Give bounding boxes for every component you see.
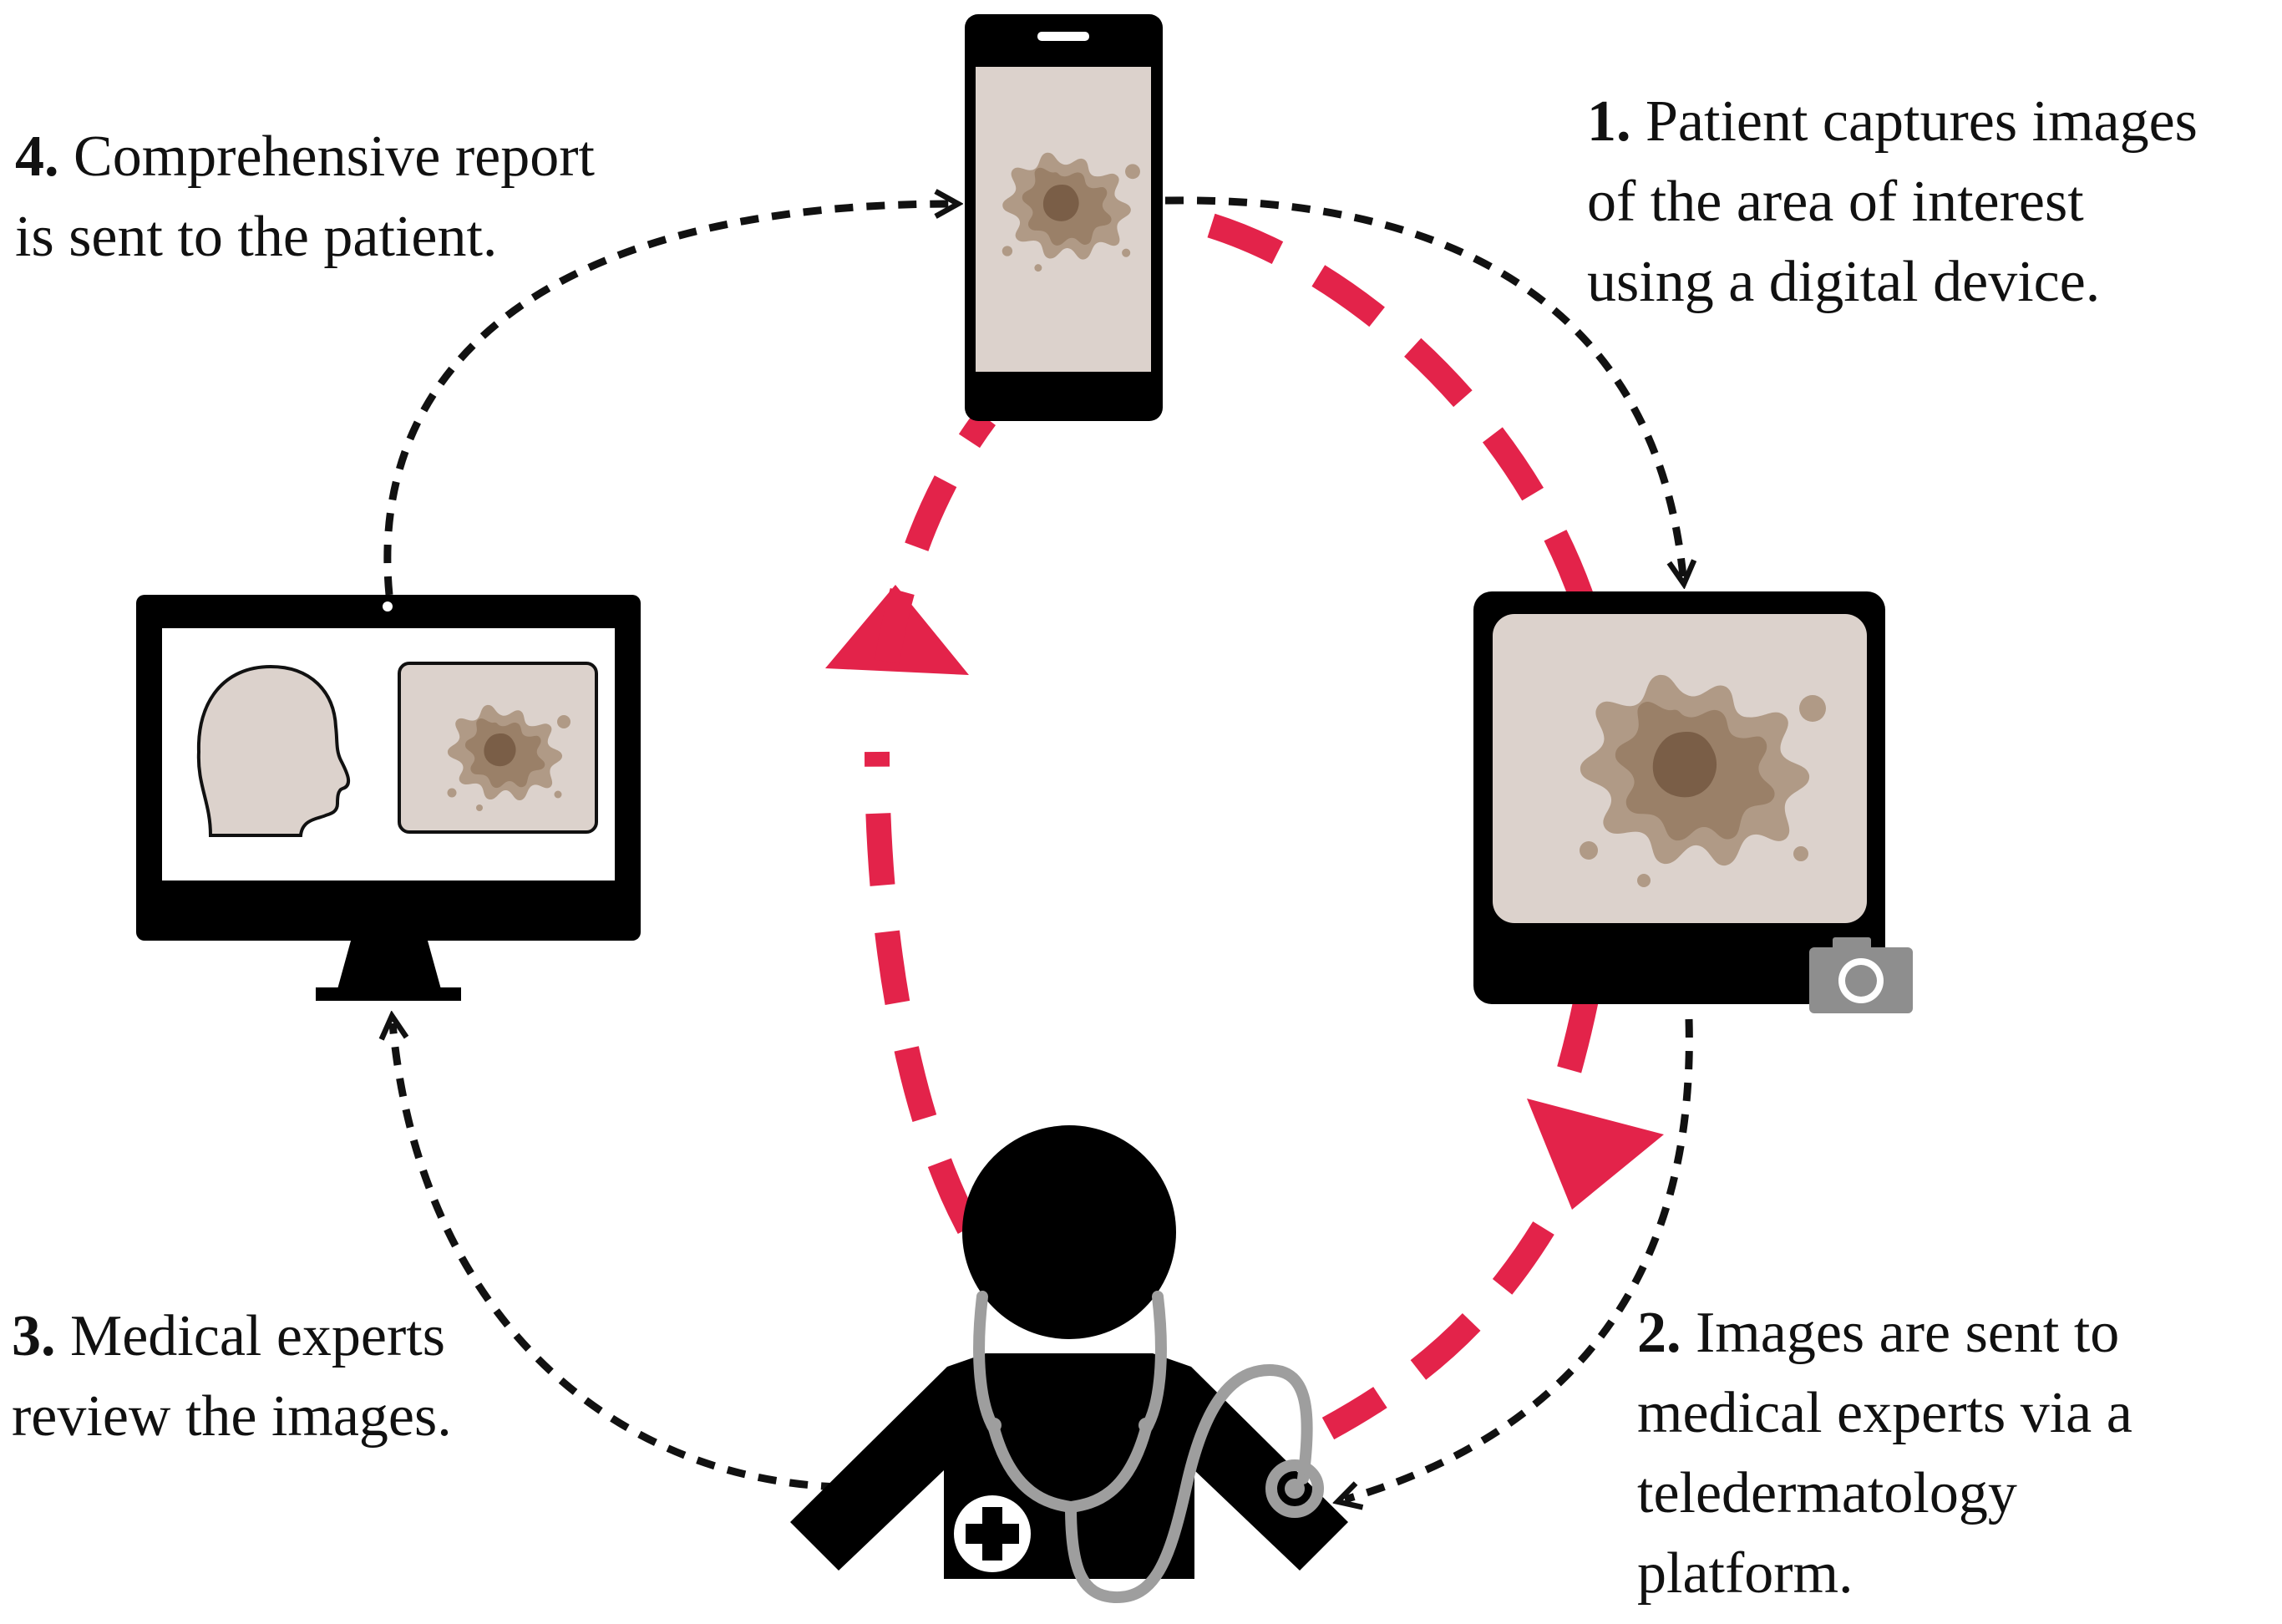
smartphone-icon [965, 14, 1163, 421]
cycle-arrows [825, 213, 1664, 1440]
step-1-line-3: using a digital device. [1587, 250, 2101, 314]
step-2-line-4: platform. [1637, 1541, 1853, 1606]
arrow-monitor-to-phone [383, 204, 951, 596]
step-2-line-1: Images are sent to [1696, 1301, 2120, 1365]
tablet-icon [1473, 591, 1885, 1004]
camera-icon [1809, 937, 1913, 1013]
step-4-number: 4. [15, 124, 59, 189]
monitor-icon [136, 595, 641, 1001]
step-4-line-1: Comprehensive report [74, 124, 595, 189]
cycle-arc-bottom-right [1321, 1221, 1554, 1440]
step-1-line-1: Patient captures images [1646, 89, 2198, 154]
medical-cross-icon [954, 1495, 1031, 1572]
step-1-number: 1. [1587, 89, 1631, 154]
cycle-arc-top-left [875, 410, 996, 664]
step-3-label: 3. Medical experts review the images. [12, 1297, 452, 1457]
stethoscope-icon [973, 1291, 1324, 1604]
step-4-line-2: is sent to the patient. [15, 205, 498, 269]
step-2-number: 2. [1637, 1301, 1681, 1365]
arrow-tablet-to-doctor [1345, 1018, 1693, 1500]
step-3-line-1: Medical experts [70, 1304, 445, 1368]
step-2-line-3: teledermatology [1637, 1461, 2017, 1525]
doctor-icon [790, 1125, 1348, 1604]
step-1-label: 1. Patient captures images of the area o… [1587, 82, 2198, 322]
step-2-line-2: medical experts via a [1637, 1381, 2132, 1445]
head-profile-icon [196, 664, 351, 837]
cycle-arc-right [1207, 213, 1622, 1099]
cycle-arrowhead-down [1527, 1099, 1664, 1210]
step-4-label: 4. Comprehensive report is sent to the p… [15, 117, 595, 277]
arrow-doctor-to-monitor [393, 1023, 840, 1491]
flow-arrows [388, 200, 1689, 1500]
step-2-label: 2. Images are sent to medical experts vi… [1637, 1293, 2132, 1614]
arrow-phone-to-tablet [1164, 196, 1683, 576]
step-3-number: 3. [12, 1304, 56, 1368]
cycle-arc-left [865, 751, 981, 1235]
step-3-line-2: review the images. [12, 1384, 452, 1449]
step-1-line-2: of the area of interest [1587, 170, 2084, 234]
